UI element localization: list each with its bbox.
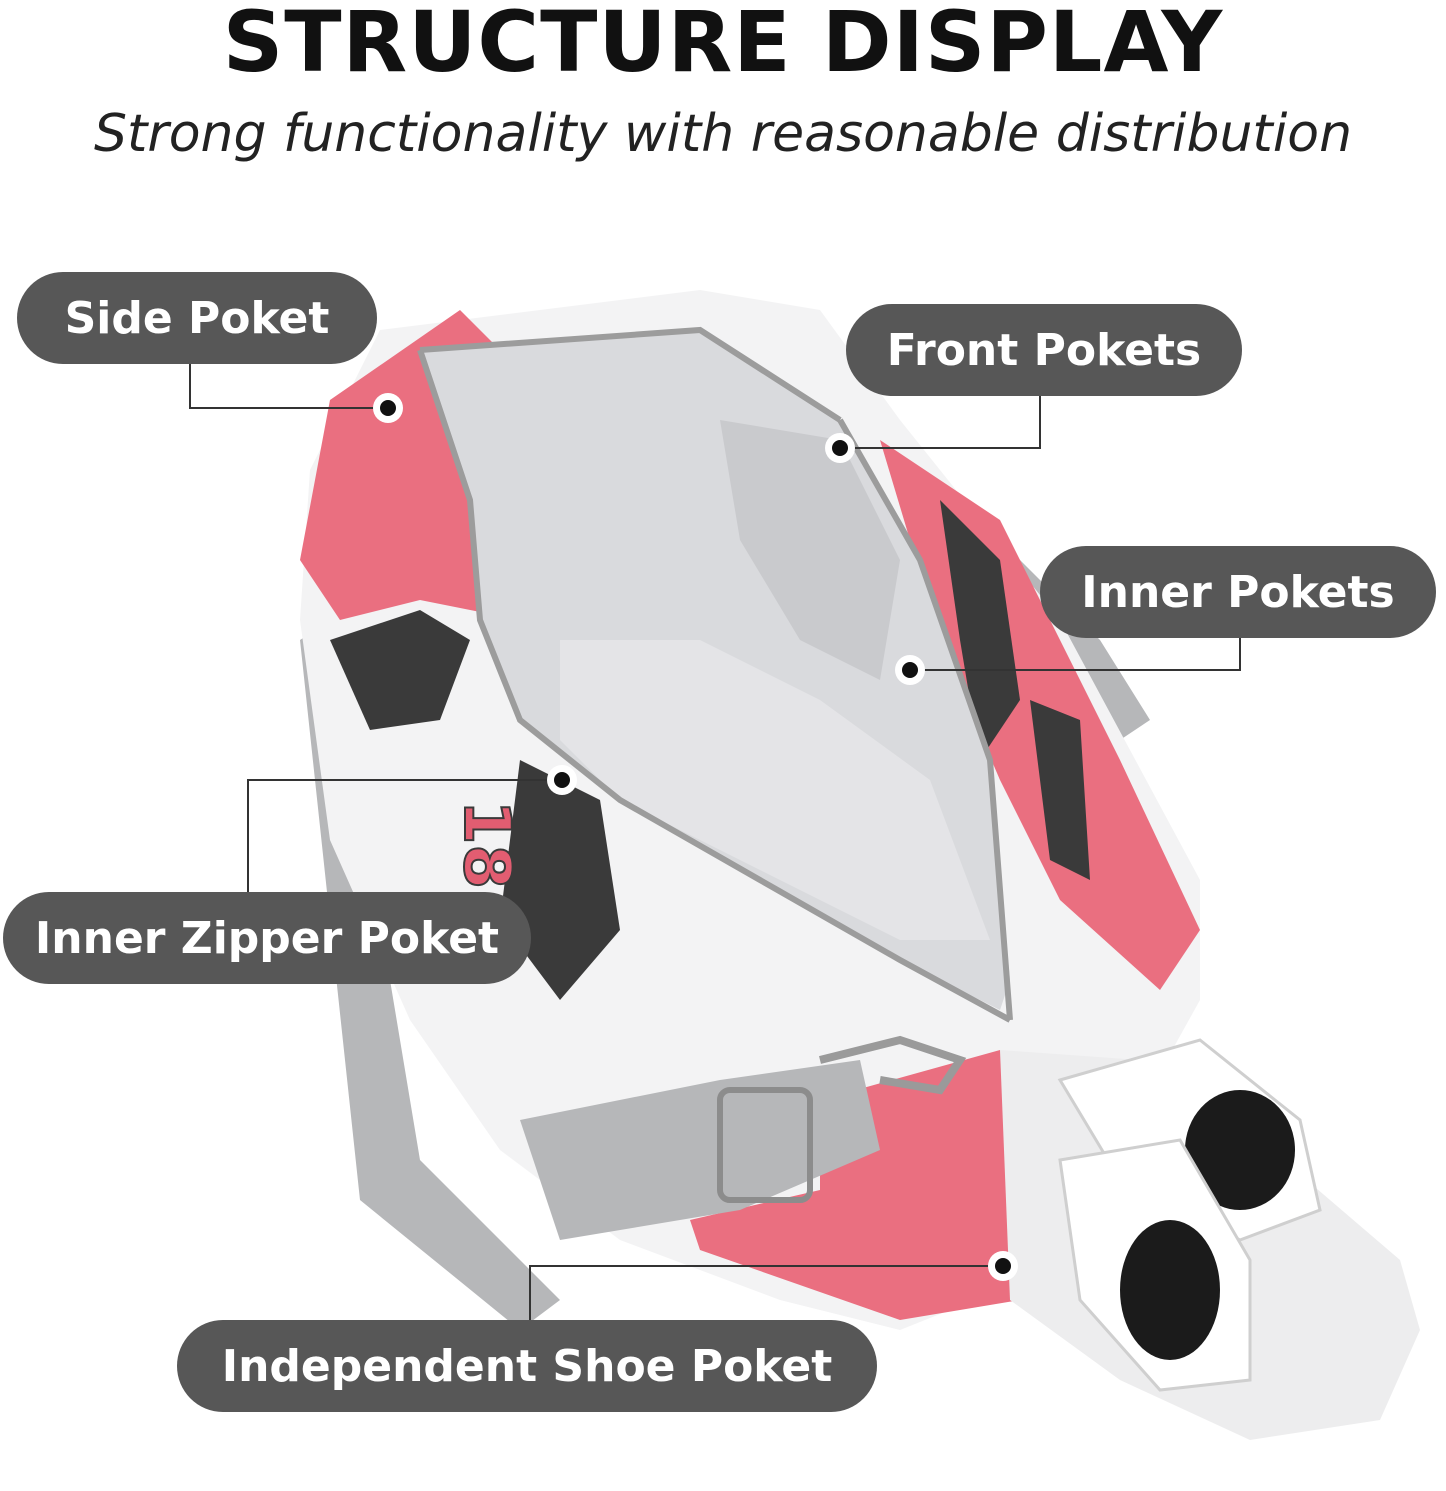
strap-buckle (717, 1087, 813, 1203)
number-print: 18 (449, 800, 523, 889)
leader-side-poket (189, 362, 388, 409)
callout-inner-zipper-poket: Inner Zipper Poket (3, 892, 531, 984)
shoe-2-opening (1120, 1220, 1220, 1360)
strap-hook (819, 1035, 967, 1095)
black-patch-3 (940, 500, 1020, 760)
inner-pocket-panel (560, 640, 990, 940)
shoulder-strap-front (520, 1060, 880, 1240)
zipper-line-left (417, 349, 1012, 1023)
callout-shoe-poket: Independent Shoe Poket (177, 1320, 877, 1412)
page-subtitle: Strong functionality with reasonable dis… (93, 104, 1353, 164)
leader-inner-pokets (910, 636, 1241, 671)
callout-front-pokets: Front Pokets (846, 304, 1242, 396)
shoe-1-opening (1185, 1090, 1295, 1210)
callout-inner-pokets: Inner Pokets (1040, 546, 1436, 638)
shoulder-strap-left (300, 620, 560, 1330)
inner-fold (720, 420, 900, 680)
black-patch-2 (330, 610, 470, 730)
pink-panel-bottom (690, 1050, 1080, 1320)
leader-shoe-poket (529, 1265, 1003, 1322)
leader-front-pokets (840, 396, 1041, 449)
black-patch-4 (1030, 700, 1090, 880)
callout-side-poket: Side Poket (17, 272, 377, 364)
zipper-line-top (419, 326, 842, 423)
leader-inner-zipper-poket (247, 779, 562, 892)
zipper-line-right (837, 418, 1013, 1021)
page-title: STRUCTURE DISPLAY (222, 0, 1224, 91)
